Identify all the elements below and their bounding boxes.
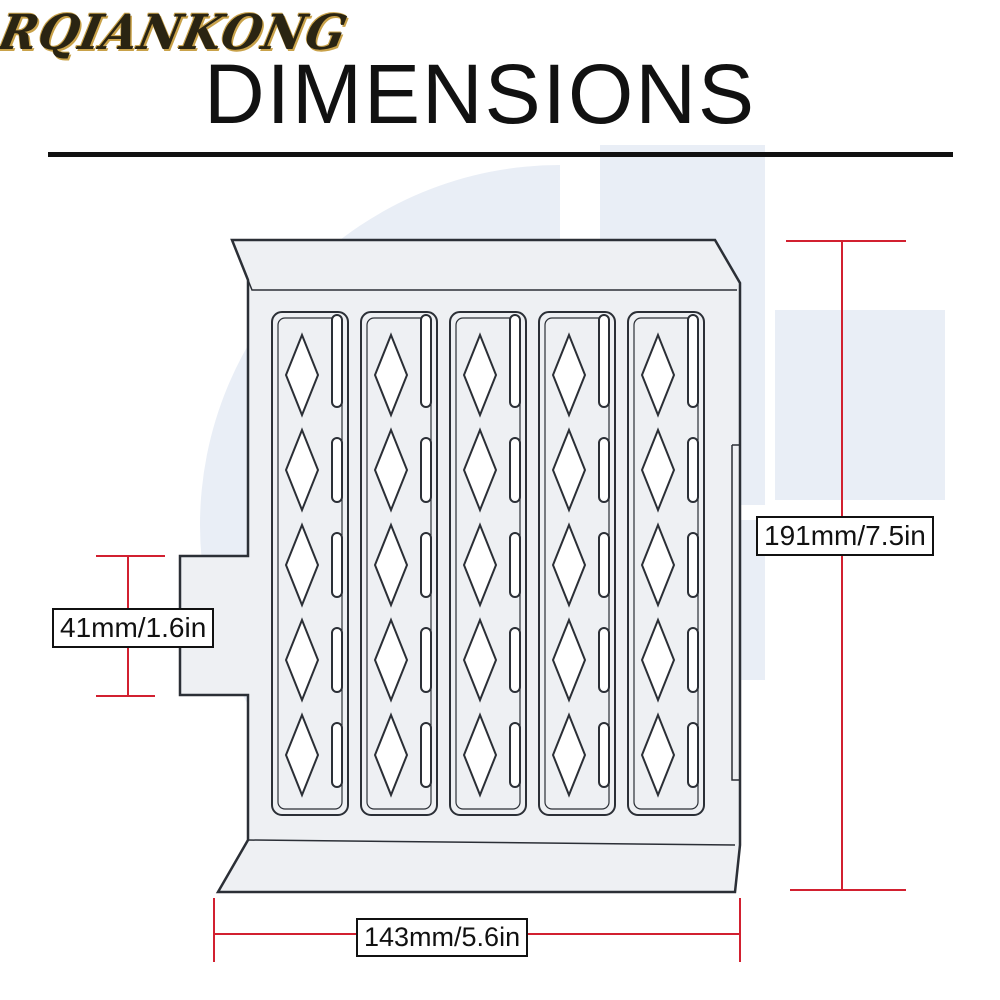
slot-hole	[509, 722, 521, 788]
tab-dimension-label: 41mm/1.6in	[52, 608, 215, 649]
slot-hole	[509, 437, 521, 503]
diamond-hole	[551, 522, 587, 608]
diamond-hole	[373, 522, 409, 608]
plate-bottom-bend	[247, 839, 736, 846]
slot-hole	[331, 532, 343, 598]
page-title: DIMENSIONS	[203, 47, 757, 141]
diamond-hole	[640, 617, 676, 703]
slot-hole	[687, 314, 699, 408]
slot-hole	[331, 437, 343, 503]
height-dimension-label: 191mm/7.5in	[756, 516, 934, 557]
diamond-hole	[373, 427, 409, 513]
plate-right-step	[731, 444, 740, 781]
diamond-hole	[640, 522, 676, 608]
slot-hole	[598, 314, 610, 408]
column-frame	[627, 311, 705, 816]
slot-hole	[598, 722, 610, 788]
diamond-hole	[551, 617, 587, 703]
diamond-hole	[284, 332, 320, 418]
diamond-hole	[284, 712, 320, 798]
diamond-hole	[462, 617, 498, 703]
slot-hole	[598, 437, 610, 503]
diamond-hole	[551, 427, 587, 513]
slot-hole	[420, 314, 432, 408]
diamond-hole	[462, 332, 498, 418]
diamond-hole	[462, 522, 498, 608]
column-frame	[360, 311, 438, 816]
slot-hole	[687, 722, 699, 788]
diamond-hole	[640, 332, 676, 418]
diamond-hole	[373, 332, 409, 418]
width-dimension-label: 143mm/5.6in	[356, 918, 529, 958]
diamond-hole	[640, 427, 676, 513]
slot-hole	[687, 627, 699, 693]
diamond-hole	[284, 427, 320, 513]
diamond-hole	[551, 712, 587, 798]
slot-hole	[331, 314, 343, 408]
dimension-lines	[96, 240, 906, 962]
diamond-hole	[551, 332, 587, 418]
column-frame	[449, 311, 527, 816]
slot-hole	[509, 532, 521, 598]
slot-hole	[509, 314, 521, 408]
slot-hole	[420, 437, 432, 503]
diamond-hole	[373, 712, 409, 798]
diamond-hole	[462, 712, 498, 798]
diamond-hole	[640, 712, 676, 798]
diamond-hole	[284, 522, 320, 608]
plate-top-bend	[247, 279, 737, 291]
diamond-hole	[373, 617, 409, 703]
slot-hole	[598, 532, 610, 598]
slot-hole	[687, 437, 699, 503]
diamond-hole	[462, 427, 498, 513]
column-frame	[538, 311, 616, 816]
slot-hole	[420, 532, 432, 598]
slot-hole	[687, 532, 699, 598]
slot-hole	[509, 627, 521, 693]
slot-hole	[420, 722, 432, 788]
slot-hole	[420, 627, 432, 693]
slot-hole	[331, 722, 343, 788]
slot-hole	[598, 627, 610, 693]
slot-hole	[331, 627, 343, 693]
title-underline	[48, 152, 953, 157]
watermark-bar-2	[775, 310, 945, 500]
diamond-hole	[284, 617, 320, 703]
slot-columns	[271, 311, 705, 816]
column-frame	[271, 311, 349, 816]
